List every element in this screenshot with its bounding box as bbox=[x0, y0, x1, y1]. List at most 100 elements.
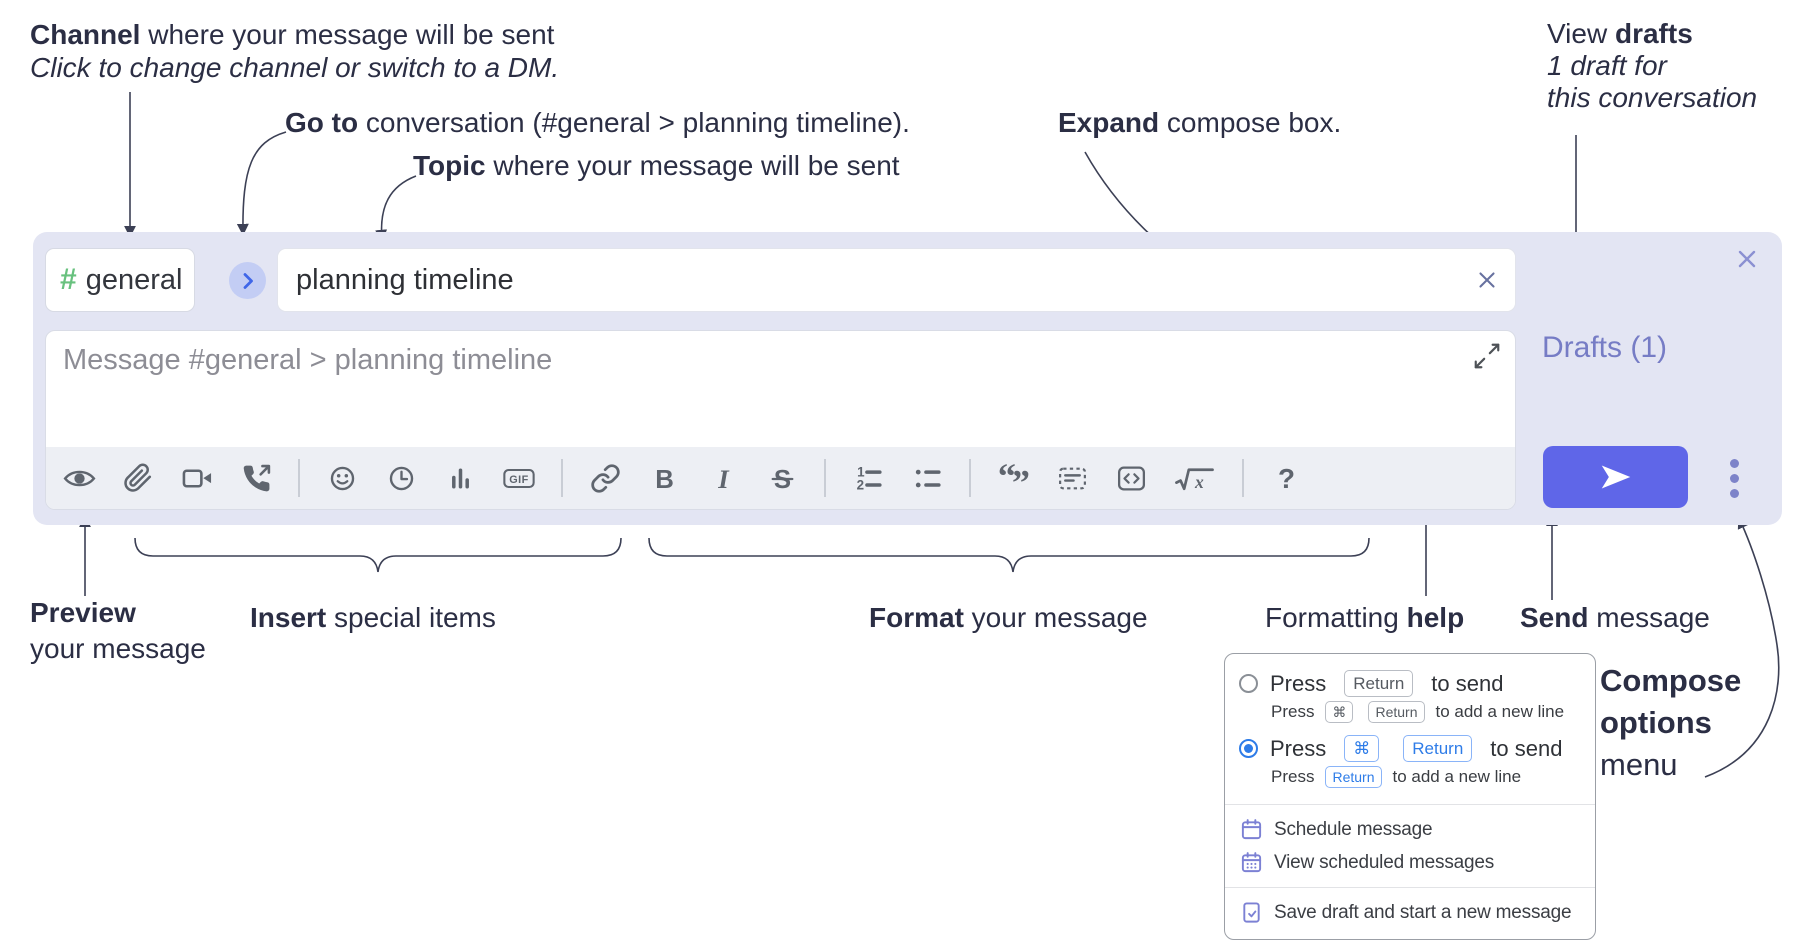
dot bbox=[1729, 473, 1739, 483]
paperclip-icon bbox=[124, 463, 152, 492]
goto-leader-line bbox=[236, 131, 287, 236]
save-draft-label: Save draft and start a new message bbox=[1274, 901, 1572, 923]
italic-icon: I bbox=[717, 463, 730, 493]
view-scheduled-messages-label: View scheduled messages bbox=[1274, 851, 1495, 873]
preview-label-bold: Preview bbox=[30, 597, 136, 628]
italic-button[interactable]: I bbox=[706, 458, 740, 498]
option1-sub-post: to add a new line bbox=[1435, 702, 1565, 721]
return-key: Return bbox=[1344, 670, 1414, 697]
gif-icon: GIF bbox=[503, 468, 535, 488]
spoiler-icon bbox=[1058, 467, 1086, 489]
bold-button[interactable]: B bbox=[647, 458, 681, 498]
send-button[interactable] bbox=[1543, 446, 1688, 508]
time-mention-button[interactable] bbox=[384, 458, 418, 498]
expand-compose-button[interactable] bbox=[1472, 341, 1502, 376]
compose-toolbar: GIF B bbox=[46, 447, 1515, 509]
math-x-glyph: x bbox=[1194, 471, 1204, 491]
goto-annotation: Go to conversation (#general > planning … bbox=[285, 106, 910, 139]
drafts-annotation-pre: View bbox=[1547, 18, 1615, 49]
topic-input[interactable] bbox=[278, 249, 1515, 311]
expand-annotation-rest: compose box. bbox=[1159, 107, 1342, 138]
compose-options-label: Compose options menu bbox=[1600, 660, 1741, 786]
quote-icon: “ ” bbox=[998, 462, 1030, 495]
numbered-list-button[interactable]: 1 2 bbox=[851, 458, 885, 498]
dot bbox=[1729, 488, 1739, 498]
go-to-conversation-button[interactable] bbox=[229, 262, 266, 299]
video-call-button[interactable] bbox=[180, 458, 214, 498]
format-label-bold: Format bbox=[869, 602, 964, 633]
insert-label-rest: special items bbox=[326, 602, 496, 633]
gif-button[interactable]: GIF bbox=[502, 458, 536, 498]
compose-close-button[interactable] bbox=[1732, 244, 1762, 279]
bulleted-list-button[interactable] bbox=[910, 458, 944, 498]
drafts-annotation: View drafts 1 draft for this conversatio… bbox=[1547, 18, 1757, 114]
smiley-icon bbox=[330, 466, 354, 490]
goto-annotation-bold: Go to bbox=[285, 107, 359, 138]
phone-call-icon bbox=[243, 464, 270, 491]
compose-options-bold2: options bbox=[1600, 705, 1712, 740]
audio-call-button[interactable] bbox=[239, 458, 273, 498]
schedule-message-label: Schedule message bbox=[1274, 818, 1433, 840]
channel-annotation-sub: Click to change channel or switch to a D… bbox=[30, 52, 560, 83]
save-draft-item[interactable]: Save draft and start a new message bbox=[1225, 896, 1595, 929]
video-camera-icon bbox=[182, 468, 211, 488]
topic-annotation-bold: Topic bbox=[413, 150, 486, 181]
strikethrough-button[interactable]: S bbox=[765, 458, 799, 498]
compose-options-rest: menu bbox=[1600, 747, 1678, 782]
bold-icon: B bbox=[655, 465, 674, 493]
preview-label: Preview your message bbox=[30, 595, 206, 667]
topic-annotation-rest: where your message will be sent bbox=[485, 150, 900, 181]
dot bbox=[1729, 458, 1739, 468]
expand-diagonal-icon bbox=[1474, 343, 1500, 369]
drafts-link[interactable]: Drafts (1) bbox=[1542, 331, 1668, 364]
eye-icon bbox=[63, 470, 95, 486]
italic-glyph: I bbox=[717, 463, 730, 493]
option2-pre: Press bbox=[1270, 735, 1327, 761]
channel-selector[interactable]: # general bbox=[45, 248, 195, 312]
radio-unselected[interactable] bbox=[1239, 674, 1258, 693]
message-input[interactable] bbox=[46, 331, 1515, 445]
math-sqrt-icon: x bbox=[1175, 467, 1214, 491]
format-group-brace bbox=[648, 537, 1370, 573]
formatting-help-button[interactable]: ? bbox=[1269, 458, 1303, 498]
emoji-button[interactable] bbox=[325, 458, 359, 498]
strikethrough-icon: S bbox=[771, 465, 793, 493]
bulleted-list-icon bbox=[915, 469, 941, 487]
schedule-message-item[interactable]: Schedule message bbox=[1225, 813, 1595, 846]
help-glyph: ? bbox=[1278, 462, 1295, 493]
channel-selector-label: general bbox=[85, 263, 183, 296]
numbered-list-icon: 1 2 bbox=[856, 464, 882, 492]
toolbar-divider bbox=[1242, 459, 1244, 497]
view-scheduled-messages-item[interactable]: View scheduled messages bbox=[1225, 846, 1595, 879]
topic-leader-line bbox=[375, 175, 417, 242]
code-button[interactable] bbox=[1114, 458, 1148, 498]
math-button[interactable]: x bbox=[1173, 458, 1217, 498]
radio-selected[interactable] bbox=[1239, 739, 1258, 758]
link-button[interactable] bbox=[588, 458, 622, 498]
channel-annotation-bold: Channel bbox=[30, 19, 141, 50]
option1-pre: Press bbox=[1270, 670, 1327, 696]
compose-options-button[interactable] bbox=[1719, 454, 1749, 502]
menu-divider bbox=[1225, 804, 1595, 805]
insert-group-brace bbox=[134, 537, 622, 573]
quote-button[interactable]: “ ” bbox=[996, 458, 1030, 498]
format-label: Format your message bbox=[869, 600, 1148, 636]
message-area: GIF B bbox=[45, 330, 1516, 510]
send-paper-plane-icon bbox=[1601, 465, 1630, 489]
gif-label: GIF bbox=[509, 474, 529, 486]
option1-sub-pre: Press bbox=[1271, 702, 1315, 721]
send-label-bold: Send bbox=[1520, 602, 1589, 633]
menu-divider bbox=[1225, 887, 1595, 888]
return-key: Return bbox=[1325, 766, 1382, 788]
spoiler-button[interactable] bbox=[1055, 458, 1089, 498]
poll-button[interactable] bbox=[443, 458, 477, 498]
attach-file-button[interactable] bbox=[121, 458, 155, 498]
quote-close-glyph: ” bbox=[1012, 462, 1030, 494]
topic-clear-button[interactable] bbox=[1473, 266, 1501, 299]
preview-button[interactable] bbox=[62, 458, 96, 498]
help-label-bold: help bbox=[1406, 602, 1465, 633]
